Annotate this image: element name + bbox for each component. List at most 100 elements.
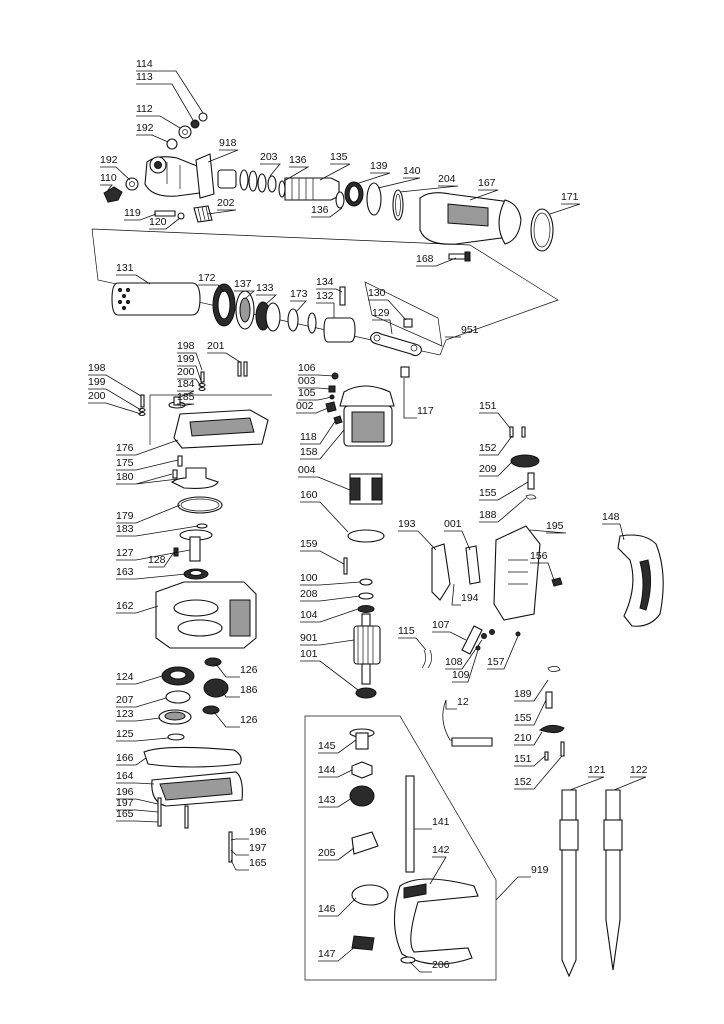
- handle-switch-assembly: [421, 426, 664, 761]
- motor-assembly: [325, 366, 410, 699]
- part-label-l200a: 200: [177, 366, 195, 378]
- part-label-l105: 105: [298, 387, 316, 399]
- part-label-l156: 156: [530, 550, 548, 562]
- part-label-l175: 175: [116, 457, 134, 469]
- part-label-l200b: 200: [88, 390, 106, 402]
- part-label-l951: 951: [461, 324, 479, 336]
- part-label-l204: 204: [438, 173, 456, 185]
- part-label-l165b: 165: [249, 857, 267, 869]
- part-label-l129: 129: [372, 307, 390, 319]
- part-label-l918: 918: [219, 137, 237, 149]
- part-label-l151a: 151: [479, 400, 497, 412]
- part-label-l196b: 196: [249, 826, 267, 838]
- part-label-l207: 207: [116, 694, 134, 706]
- part-label-l144: 144: [318, 764, 336, 776]
- part-label-l119: 119: [124, 207, 141, 219]
- part-label-l172: 172: [198, 272, 216, 284]
- part-label-l112: 112: [136, 103, 153, 115]
- part-label-l137: 137: [234, 278, 252, 290]
- part-label-l192a: 192: [136, 122, 154, 134]
- part-label-l164: 164: [116, 770, 134, 782]
- part-label-l155b: 155: [514, 712, 532, 724]
- part-label-l152b: 152: [514, 776, 532, 788]
- part-label-l115: 115: [398, 625, 415, 637]
- cylinder-assembly: [91, 228, 559, 357]
- part-label-l121: 121: [588, 764, 606, 776]
- part-label-l195: 195: [546, 520, 564, 532]
- part-label-l919: 919: [531, 864, 549, 876]
- part-label-l188: 188: [479, 509, 497, 521]
- part-label-l001: 001: [444, 518, 462, 530]
- part-label-l140: 140: [403, 165, 421, 177]
- part-label-l198b: 198: [88, 362, 106, 374]
- part-label-l113: 113: [136, 71, 153, 83]
- part-label-l136b: 136: [311, 204, 329, 216]
- part-label-l194: 194: [461, 592, 479, 604]
- part-label-l142: 142: [432, 844, 450, 856]
- part-label-l146: 146: [318, 903, 336, 915]
- part-label-l165a: 165: [116, 808, 134, 820]
- part-label-l210: 210: [514, 732, 532, 744]
- part-label-l179: 179: [116, 510, 134, 522]
- part-label-l145: 145: [318, 740, 336, 752]
- part-label-l135: 135: [330, 151, 348, 163]
- part-label-l120: 120: [149, 216, 167, 228]
- part-label-l133: 133: [256, 282, 274, 294]
- part-label-l901: 901: [300, 632, 318, 644]
- part-label-l12: 12: [457, 696, 469, 708]
- part-label-l196a: 196: [116, 786, 134, 798]
- part-label-l107: 107: [432, 619, 450, 631]
- leader-lines: [88, 70, 647, 973]
- part-label-l198a: 198: [177, 340, 195, 352]
- gear-housing-assembly: [138, 361, 272, 863]
- part-label-l203: 203: [260, 151, 278, 163]
- part-label-l155a: 155: [479, 487, 497, 499]
- part-label-l109: 109: [452, 669, 470, 681]
- part-label-l160: 160: [300, 489, 318, 501]
- part-label-l208: 208: [300, 588, 318, 600]
- part-label-l206: 206: [432, 959, 450, 971]
- part-label-l185: 185: [177, 391, 195, 403]
- chuck-assembly: [103, 112, 554, 262]
- part-label-l201: 201: [207, 340, 225, 352]
- part-label-l132: 132: [316, 290, 334, 302]
- part-label-l108: 108: [445, 656, 463, 668]
- part-label-l159: 159: [300, 538, 318, 550]
- part-label-l180: 180: [116, 471, 134, 483]
- part-label-l002: 002: [296, 400, 314, 412]
- part-label-l209: 209: [479, 463, 497, 475]
- part-label-l151b: 151: [514, 753, 532, 765]
- part-label-l106: 106: [298, 362, 316, 374]
- chisel-bits: [559, 789, 623, 978]
- part-label-l139: 139: [370, 160, 388, 172]
- part-label-l163: 163: [116, 566, 134, 578]
- part-label-l167: 167: [478, 177, 496, 189]
- part-label-l168: 168: [416, 253, 434, 265]
- part-label-l192b: 192: [100, 154, 118, 166]
- part-label-l176: 176: [116, 442, 134, 454]
- part-label-l193: 193: [398, 518, 416, 530]
- part-label-l134: 134: [316, 276, 334, 288]
- part-label-l118: 118: [300, 431, 317, 443]
- part-label-l199b: 199: [88, 376, 106, 388]
- part-label-l124: 124: [116, 671, 134, 683]
- part-label-l127: 127: [116, 547, 134, 559]
- part-label-l110: 110: [100, 172, 117, 184]
- part-label-l114: 114: [136, 58, 153, 70]
- part-label-l004: 004: [298, 464, 316, 476]
- part-label-l126b: 126: [240, 714, 258, 726]
- part-label-l117: 117: [417, 405, 434, 417]
- part-label-l123: 123: [116, 708, 134, 720]
- part-label-l003: 003: [298, 375, 316, 387]
- part-label-l100: 100: [300, 572, 318, 584]
- part-label-l148: 148: [602, 511, 620, 523]
- part-label-l128: 128: [148, 554, 166, 566]
- part-label-l136a: 136: [289, 154, 307, 166]
- part-label-l158: 158: [300, 446, 318, 458]
- part-label-l104: 104: [300, 609, 318, 621]
- part-label-l205: 205: [318, 847, 336, 859]
- part-label-l186: 186: [240, 684, 258, 696]
- part-label-l202: 202: [217, 197, 235, 209]
